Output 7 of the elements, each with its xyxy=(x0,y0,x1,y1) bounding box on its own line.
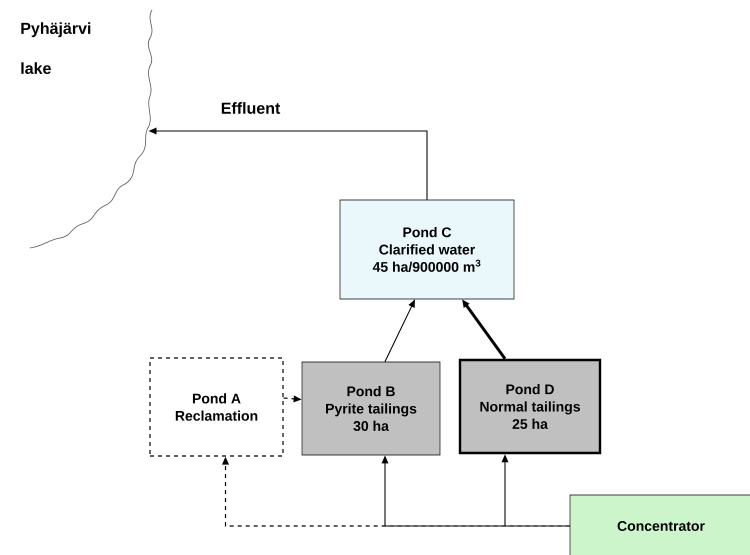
pond-box: Pond C Clarified water 45 ha/900000 m$^{3}$ xyxy=(340,200,514,300)
pond-box: Pond A Reclamation xyxy=(149,357,284,457)
lake-label: Pyhäjärvi lake xyxy=(21,22,90,74)
pond-box: Pond D Normal tailings 25 ha xyxy=(458,358,602,454)
concentrator-box: Concentrator xyxy=(570,494,750,555)
pond-box: Pond B Pyrite tailings 30 ha xyxy=(302,362,440,456)
edge-label: Effluent xyxy=(219,100,282,116)
